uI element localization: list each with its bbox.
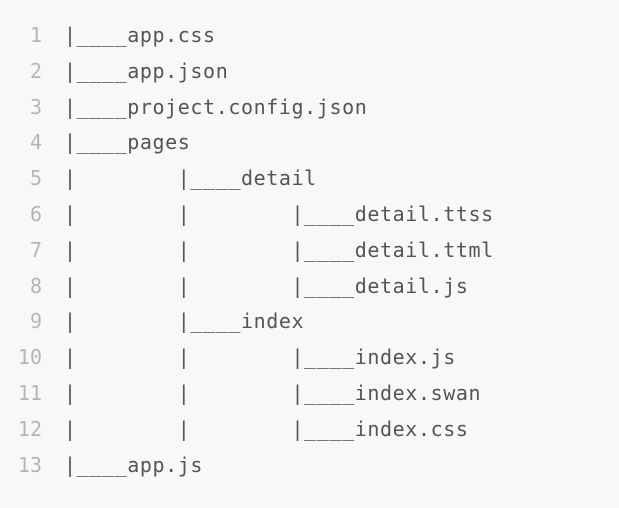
code-line: 12 | | |____index.css bbox=[0, 412, 619, 448]
line-number: 2 bbox=[29, 58, 42, 83]
tree-entry: | | |____index.js bbox=[64, 345, 456, 370]
tree-entry: | | |____detail.ttss bbox=[64, 201, 494, 226]
line-number: 13 bbox=[17, 452, 42, 477]
code-line: 13 |____app.js bbox=[0, 448, 619, 484]
line-number: 7 bbox=[29, 237, 42, 262]
line-number: 8 bbox=[29, 273, 42, 298]
tree-entry: | |____index bbox=[64, 309, 305, 334]
code-line: 10 | | |____index.js bbox=[0, 340, 619, 376]
line-number: 10 bbox=[17, 345, 42, 370]
tree-entry: |____app.json bbox=[64, 58, 229, 83]
tree-entry: | | |____detail.js bbox=[64, 273, 469, 298]
code-line: 6 | | |____detail.ttss bbox=[0, 197, 619, 233]
tree-entry: | |____detail bbox=[64, 166, 317, 191]
code-line: 4 |____pages bbox=[0, 125, 619, 161]
code-lines-container: 1 |____app.css 2 |____app.json 3 |____pr… bbox=[0, 18, 619, 484]
code-line: 9 | |____index bbox=[0, 304, 619, 340]
tree-entry: |____project.config.json bbox=[64, 94, 368, 119]
code-line: 11 | | |____index.swan bbox=[0, 376, 619, 412]
tree-entry: |____app.css bbox=[64, 23, 216, 47]
code-line: 3 |____project.config.json bbox=[0, 90, 619, 126]
code-line: 2 |____app.json bbox=[0, 54, 619, 90]
code-line: 7 | | |____detail.ttml bbox=[0, 233, 619, 269]
tree-entry: |____app.js bbox=[64, 452, 204, 477]
code-line: 5 | |____detail bbox=[0, 161, 619, 197]
code-line: 1 |____app.css bbox=[0, 18, 619, 54]
tree-entry: | | |____index.swan bbox=[64, 380, 482, 405]
line-number: 5 bbox=[29, 166, 42, 191]
tree-entry: | | |____detail.ttml bbox=[64, 237, 494, 262]
line-number: 4 bbox=[29, 130, 42, 155]
line-number: 11 bbox=[17, 380, 42, 405]
tree-entry: |____pages bbox=[64, 130, 191, 155]
line-number: 6 bbox=[29, 201, 42, 226]
code-line: 8 | | |____detail.js bbox=[0, 269, 619, 305]
line-number: 1 bbox=[29, 23, 42, 47]
line-number: 9 bbox=[29, 309, 42, 334]
line-number: 12 bbox=[17, 416, 42, 441]
line-number: 3 bbox=[29, 94, 42, 119]
tree-entry: | | |____index.css bbox=[64, 416, 469, 441]
